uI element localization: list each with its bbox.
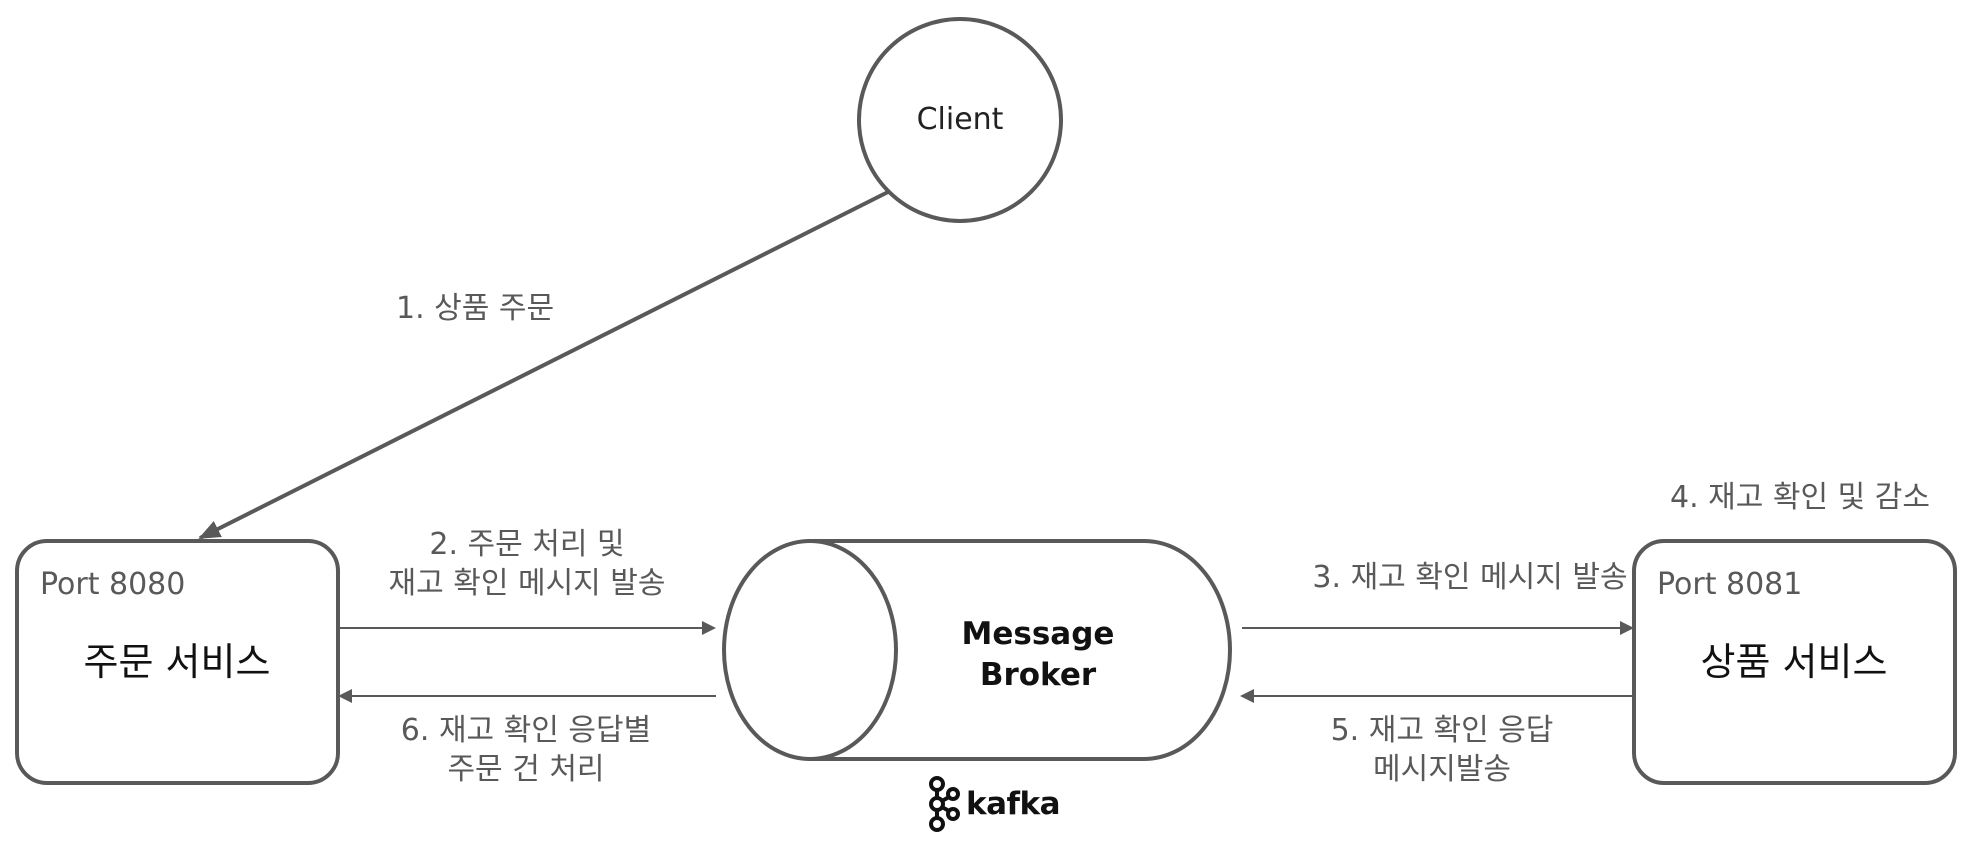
kafka-logo-icon: [929, 776, 960, 832]
broker-label-line1: Message: [961, 616, 1115, 652]
order-service-box: [15, 539, 340, 785]
step-3-label: 3. 재고 확인 메시지 발송: [1312, 560, 1628, 595]
product-service-name: 상품 서비스: [1700, 640, 1888, 684]
message-broker-cylinder: [722, 539, 1232, 761]
step-5-label-line1: 5. 재고 확인 응답: [1330, 713, 1554, 748]
step-2-label-line1: 2. 주문 처리 및: [429, 527, 625, 562]
step-1-label: 1. 상품 주문: [396, 291, 555, 326]
step-2-label-line2: 재고 확인 메시지 발송: [388, 566, 666, 601]
order-service-name: 주문 서비스: [83, 640, 271, 684]
client-node: [857, 17, 1063, 223]
step-6-label-line2: 주문 건 처리: [447, 752, 605, 787]
broker-label-line2: Broker: [979, 656, 1097, 693]
step-5-label-line2: 메시지발송: [1373, 752, 1511, 787]
kafka-text: kafka: [966, 786, 1061, 822]
order-service-port: Port 8080: [40, 567, 186, 602]
client-label: Client: [916, 102, 1004, 137]
arrow-client-to-order: [198, 190, 889, 540]
broker-label: Message Broker: [928, 614, 1148, 696]
product-service-box: [1632, 539, 1957, 785]
kafka-brand: kafka: [926, 774, 1061, 834]
step-4-label: 4. 재고 확인 및 감소: [1670, 480, 1930, 515]
step-6-label-line1: 6. 재고 확인 응답별: [400, 713, 652, 748]
product-service-port: Port 8081: [1657, 567, 1803, 602]
